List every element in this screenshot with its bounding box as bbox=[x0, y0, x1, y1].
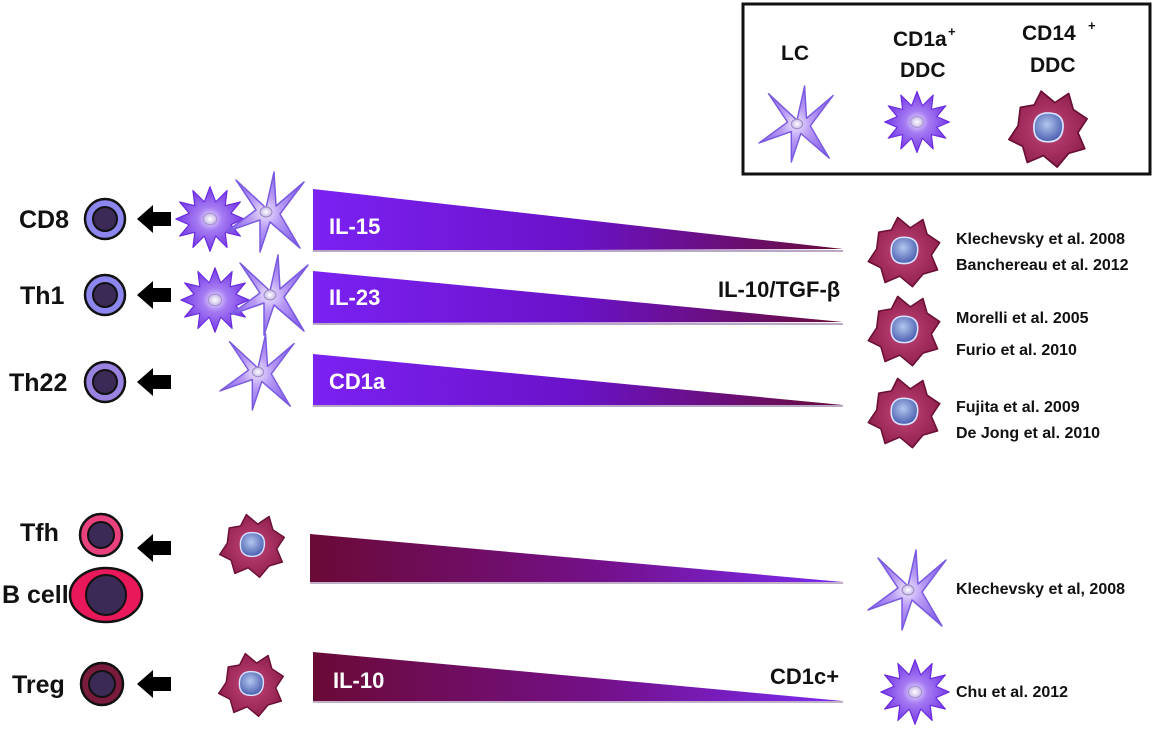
lc-cell-icon bbox=[225, 171, 305, 253]
lc-cell-icon bbox=[219, 333, 295, 411]
il10-tgfb-label: IL-10/TGF-β bbox=[718, 277, 840, 302]
wedge-tfh bbox=[310, 534, 843, 584]
treg-cell-icon bbox=[79, 661, 125, 707]
legend-cd1a-sup: + bbox=[948, 24, 956, 39]
cd14-ddc-icon bbox=[867, 377, 941, 449]
wedges: IL-15 IL-23 CD1a IL-10 bbox=[310, 189, 843, 703]
cd14-ddc-icon bbox=[218, 513, 286, 579]
wedge-il23: IL-23 bbox=[313, 271, 843, 325]
th1-label: Th1 bbox=[20, 282, 65, 310]
reference-text: Chu et al. 2012 bbox=[956, 684, 1068, 701]
reference-text: Furio et al. 2010 bbox=[956, 342, 1077, 359]
reference-text: Fujita et al. 2009 bbox=[956, 399, 1080, 416]
arrow-left-icon bbox=[137, 281, 171, 309]
wedge-il10: IL-10 bbox=[313, 652, 843, 703]
cd1a-ddc-icon bbox=[880, 659, 950, 725]
tfh-label: Tfh bbox=[20, 519, 59, 547]
wedge-cd1a-label: CD1a bbox=[329, 369, 386, 394]
reference-text: De Jong et al. 2010 bbox=[956, 425, 1100, 442]
th22-label: Th22 bbox=[9, 369, 67, 397]
arrow-left-icon bbox=[137, 205, 171, 233]
bcell-cell-icon bbox=[68, 566, 144, 624]
bcell-label: B cell bbox=[2, 581, 69, 609]
legend-box: LC CD1a + DDC CD14 + DDC bbox=[741, 2, 1152, 176]
target-dc-icons bbox=[867, 216, 950, 725]
wedge-cd1a: CD1a bbox=[313, 354, 843, 407]
references: Klechevsky et al. 2008 Banchereau et al.… bbox=[956, 231, 1129, 701]
cd1a-ddc-icon bbox=[180, 267, 250, 333]
arrow-left-icon bbox=[137, 670, 171, 698]
reference-text: Klechevsky et al. 2008 bbox=[956, 231, 1125, 248]
reference-text: Morelli et al. 2005 bbox=[956, 310, 1089, 327]
wedge-il15-label: IL-15 bbox=[329, 214, 380, 239]
source-dc-icons bbox=[175, 171, 309, 718]
legend-lc-label: LC bbox=[781, 42, 809, 65]
cd14-ddc-icon bbox=[867, 295, 941, 367]
tfh-cell-icon bbox=[78, 512, 124, 558]
legend-cd1a-label: CD1a bbox=[893, 28, 947, 51]
cd14-ddc-icon bbox=[867, 216, 941, 288]
legend-cd14-label: CD14 bbox=[1022, 22, 1076, 45]
cd1c-label: CD1c+ bbox=[770, 664, 839, 689]
legend-cd1a-sub: DDC bbox=[900, 59, 946, 82]
wedge-il10-label: IL-10 bbox=[333, 668, 384, 693]
cd8-label: CD8 bbox=[19, 206, 69, 234]
treg-label: Treg bbox=[12, 671, 65, 699]
arrow-left-icon bbox=[137, 368, 171, 396]
lc-cell-icon bbox=[867, 549, 947, 631]
wedge-il15: IL-15 bbox=[313, 189, 843, 252]
cd8-cell-icon bbox=[83, 197, 127, 241]
th1-cell-icon bbox=[83, 273, 127, 317]
th22-cell-icon bbox=[83, 360, 127, 404]
cd14-ddc-icon bbox=[217, 652, 285, 718]
wedge-il23-label: IL-23 bbox=[329, 285, 380, 310]
reference-text: Banchereau et al. 2012 bbox=[956, 257, 1129, 274]
tcell-column: CD8 Th1 Th22 Tfh B cell bbox=[2, 197, 171, 707]
legend-cd14-sub: DDC bbox=[1030, 54, 1076, 77]
arrow-left-icon bbox=[137, 534, 171, 562]
legend-cd14-sup: + bbox=[1088, 18, 1096, 33]
cd1a-ddc-icon bbox=[175, 186, 245, 252]
reference-text: Klechevsky et al, 2008 bbox=[956, 581, 1125, 598]
lc-cell-icon bbox=[229, 254, 309, 336]
